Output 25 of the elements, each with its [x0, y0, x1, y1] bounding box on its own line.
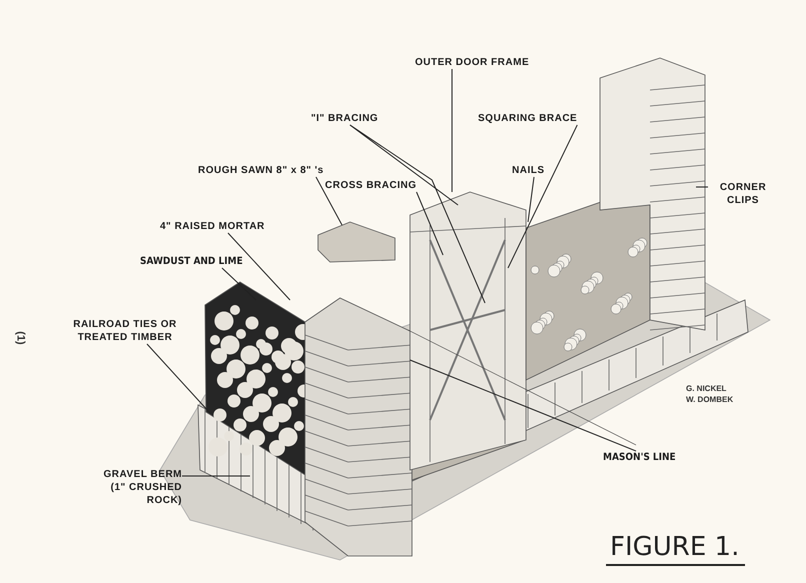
credit-text: W. DOMBEK: [686, 395, 734, 404]
leader-line: [416, 192, 444, 256]
leader-line: [410, 360, 636, 452]
leader-line: [508, 124, 578, 268]
credit-text: G. NICKEL: [686, 384, 726, 393]
part-label: OUTER DOOR FRAME: [415, 56, 530, 69]
page-number: (1): [14, 331, 27, 345]
part-label: SQUARING BRACE: [478, 112, 578, 125]
part-label: GRAVEL BERM (1" CRUSHED ROCK): [100, 468, 182, 507]
leader-line: [316, 176, 342, 226]
leader-line: [228, 232, 290, 300]
leader-line: [350, 124, 458, 206]
leader-line: [528, 176, 534, 222]
part-label: CROSS BRACING: [325, 179, 417, 192]
part-label: SAWDUST AND LIME: [140, 255, 243, 268]
part-label: NAILS: [512, 164, 544, 177]
leader-line: [696, 186, 708, 188]
part-label: MASON'S LINE: [603, 451, 676, 464]
figure-caption: FIGURE 1.: [606, 532, 746, 566]
part-label: 4" RAISED MORTAR: [160, 220, 265, 233]
part-label: ROUGH SAWN 8" x 8" 's: [198, 164, 324, 177]
leader-line: [350, 124, 486, 304]
part-label: RAILROAD TIES OR TREATED TIMBER: [62, 318, 188, 344]
part-label: "I" BRACING: [311, 112, 378, 125]
part-label: CORNER CLIPS: [708, 181, 778, 207]
